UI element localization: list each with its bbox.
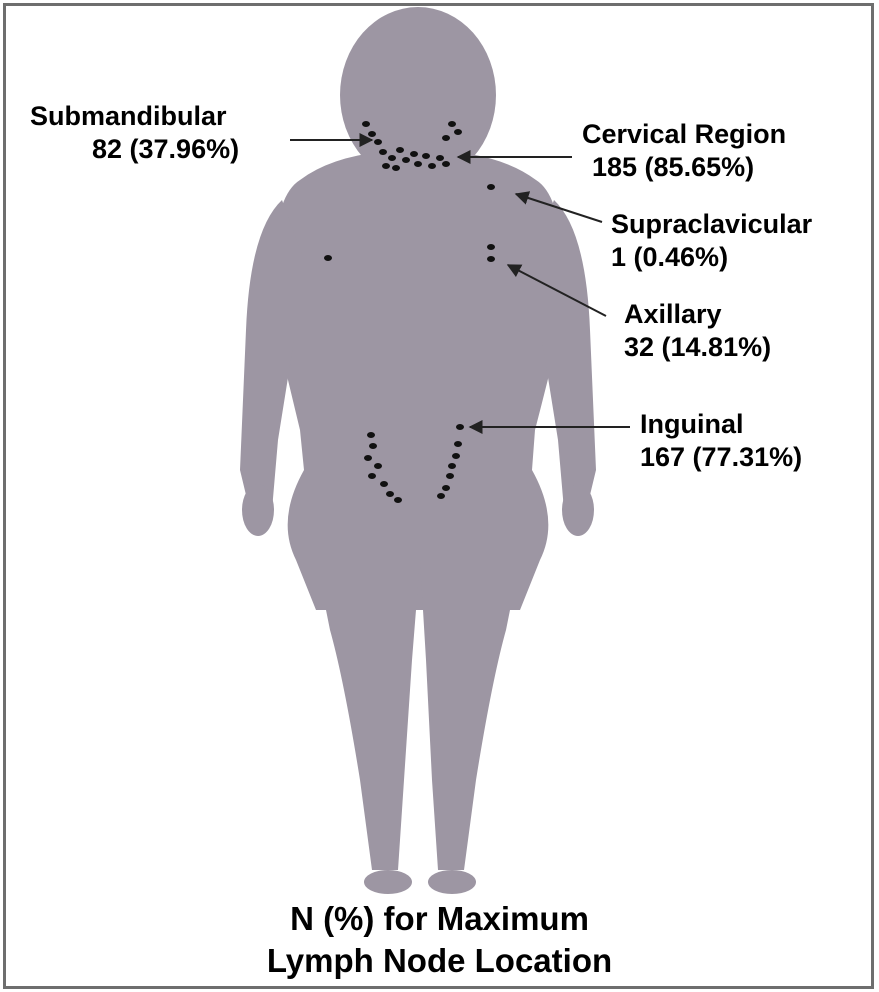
figure-caption: N (%) for Maximum Lymph Node Location: [0, 898, 879, 982]
left-foot: [364, 870, 412, 894]
submandibular-name: Submandibular: [30, 100, 239, 133]
left-leg: [316, 560, 420, 870]
submandibular-label: Submandibular 82 (37.96%): [30, 100, 239, 166]
cervical-label: Cervical Region 185 (85.65%): [582, 118, 786, 184]
caption-line-1: N (%) for Maximum: [0, 898, 879, 940]
cervical-name: Cervical Region: [582, 118, 786, 151]
submandibular-value: 82 (37.96%): [30, 133, 239, 166]
torso: [274, 150, 562, 610]
inguinal-value: 167 (77.31%): [640, 441, 802, 474]
left-hand: [242, 484, 274, 536]
cervical-value: 185 (85.65%): [582, 151, 786, 184]
right-foot: [428, 870, 476, 894]
supraclavicular-value: 1 (0.46%): [611, 241, 812, 274]
supraclavicular-name: Supraclavicular: [611, 208, 812, 241]
right-hand: [562, 484, 594, 536]
caption-line-2: Lymph Node Location: [0, 940, 879, 982]
right-leg: [420, 560, 520, 870]
inguinal-name: Inguinal: [640, 408, 802, 441]
axillary-label: Axillary 32 (14.81%): [624, 298, 771, 364]
axillary-name: Axillary: [624, 298, 771, 331]
supraclavicular-label: Supraclavicular 1 (0.46%): [611, 208, 812, 274]
supraclavicular-nodes: [487, 184, 495, 190]
inguinal-label: Inguinal 167 (77.31%): [640, 408, 802, 474]
axillary-value: 32 (14.81%): [624, 331, 771, 364]
